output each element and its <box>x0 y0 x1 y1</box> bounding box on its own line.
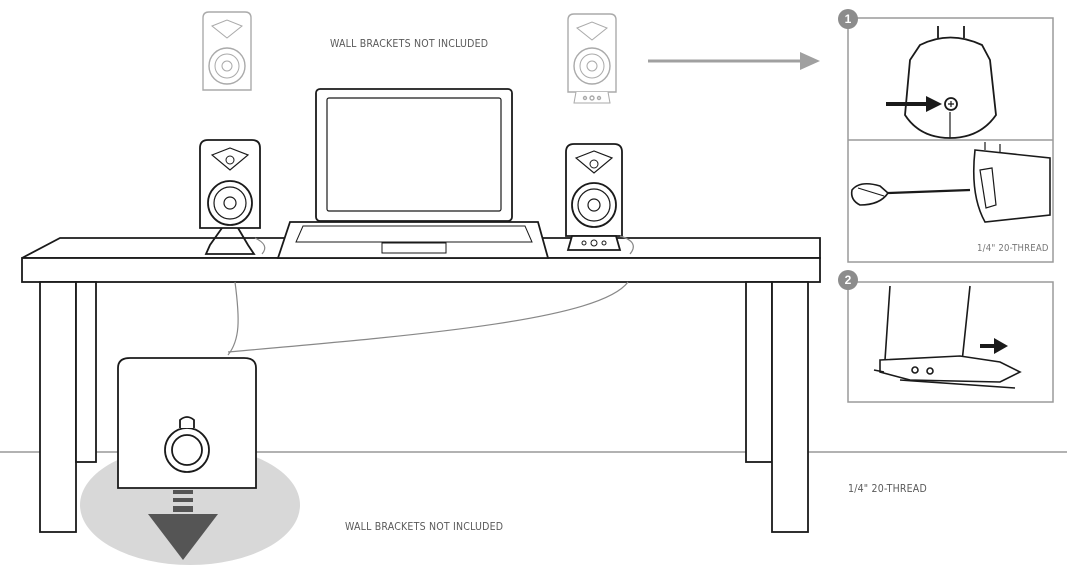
step-2-badge: 2 <box>838 270 858 290</box>
right-wall-speaker <box>567 13 617 104</box>
wall-brackets-label-top: WALL BRACKETS NOT INCLUDED <box>330 38 489 50</box>
screwdriver-closeup <box>850 142 1051 223</box>
left-desk-speaker <box>199 139 266 255</box>
pointer-arrow <box>648 52 820 70</box>
speaker-cables <box>227 281 629 356</box>
wall-brackets-label-bottom: WALL BRACKETS NOT INCLUDED <box>345 521 504 533</box>
slide-arrow <box>980 338 1008 354</box>
thread-label-side: 1/4" 20-THREAD <box>848 483 927 495</box>
laptop <box>276 88 550 259</box>
subwoofer <box>117 357 257 489</box>
left-wall-speaker <box>202 11 252 91</box>
step-1-number: 1 <box>844 12 852 26</box>
bracket-closeup <box>873 285 1022 389</box>
subwoofer-down-arrow <box>148 490 218 560</box>
screw-hole-arrow <box>886 96 942 112</box>
thread-label-panel: 1/4" 20-THREAD <box>977 243 1049 254</box>
speaker-rear-closeup <box>904 26 997 139</box>
step-2-number: 2 <box>844 273 852 287</box>
step-1-badge: 1 <box>838 9 858 29</box>
right-desk-speaker <box>565 143 634 255</box>
